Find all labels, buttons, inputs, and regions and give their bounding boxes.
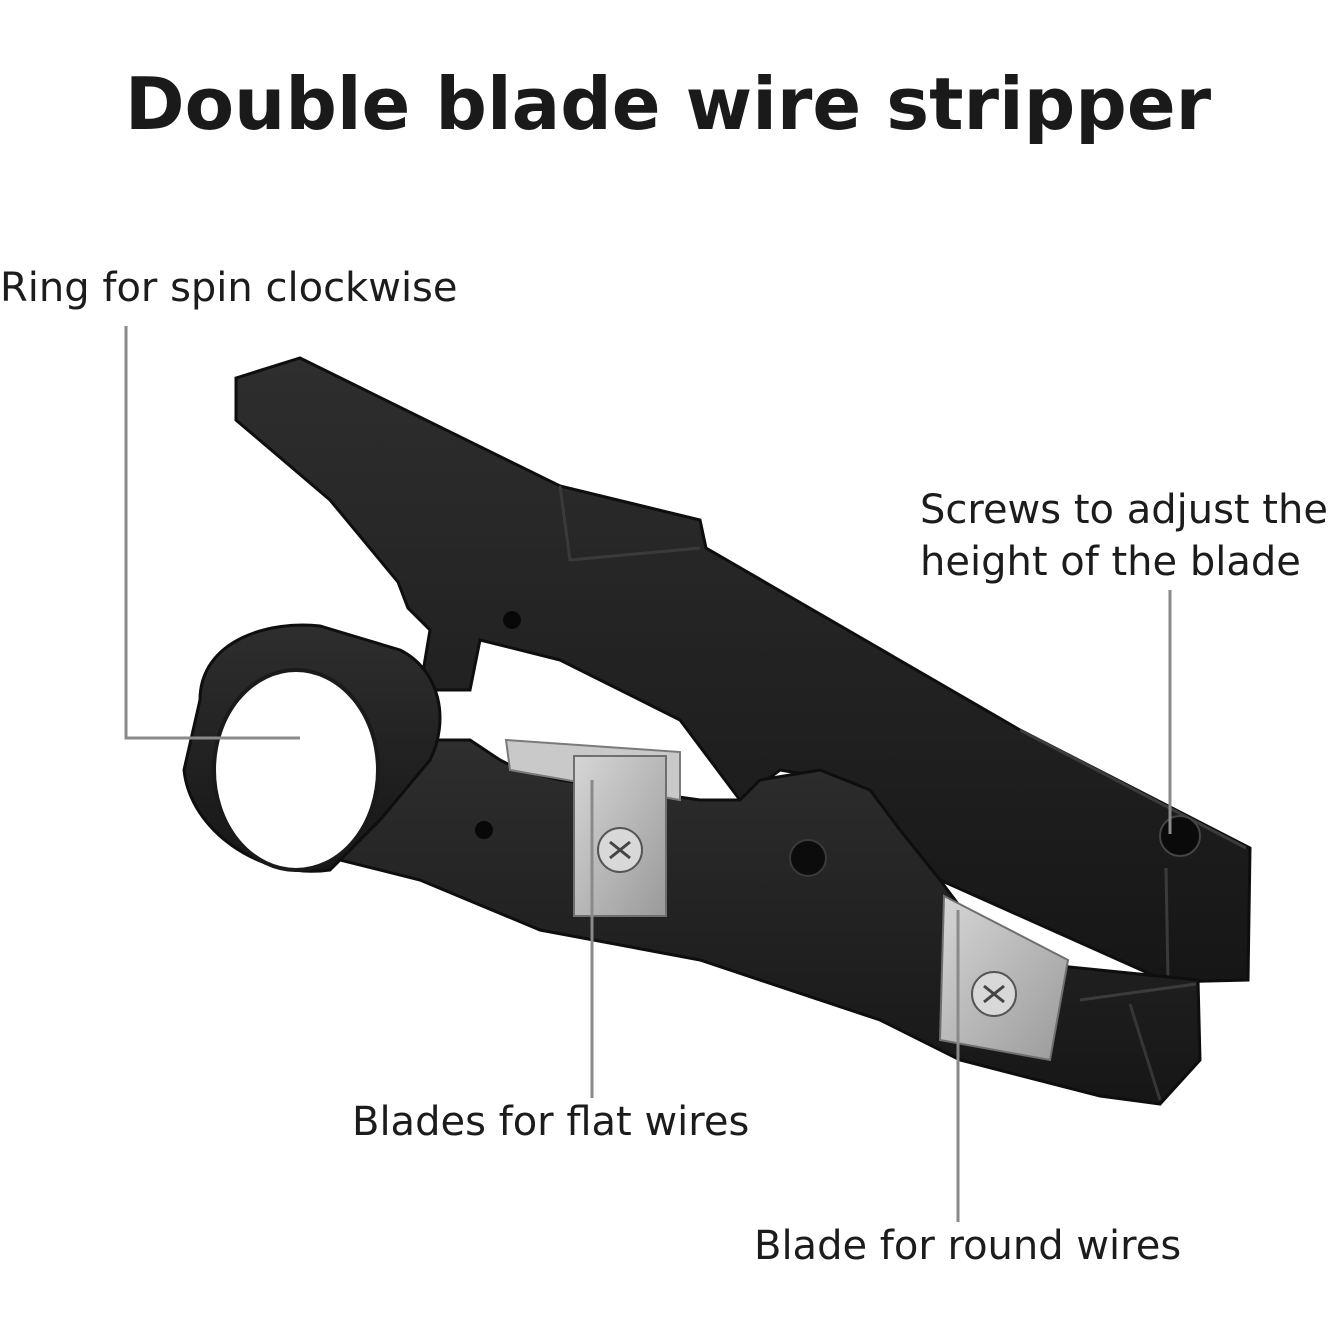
round-wire-blade (938, 894, 1070, 1062)
flat-wire-blade (504, 738, 681, 917)
adjust-screw-hole (1159, 815, 1201, 857)
diagram-title: Double blade wire stripper (124, 62, 1212, 146)
leader-lines (124, 326, 1172, 1222)
callout-flat-blades: Blades for flat wires (352, 1099, 750, 1145)
callout-round-blade: Blade for round wires (754, 1223, 1182, 1269)
lever-hole (503, 611, 521, 629)
callout-screws-line2: height of the blade (920, 539, 1301, 585)
leader-ring (124, 326, 300, 740)
upper-lever (234, 356, 1252, 984)
spin-ring (182, 623, 442, 873)
callout-screws-line1: Screws to adjust the (920, 487, 1328, 533)
callout-ring: Ring for spin clockwise (0, 265, 458, 311)
callout-screws: Screws to adjust the height of the blade (920, 484, 1328, 588)
